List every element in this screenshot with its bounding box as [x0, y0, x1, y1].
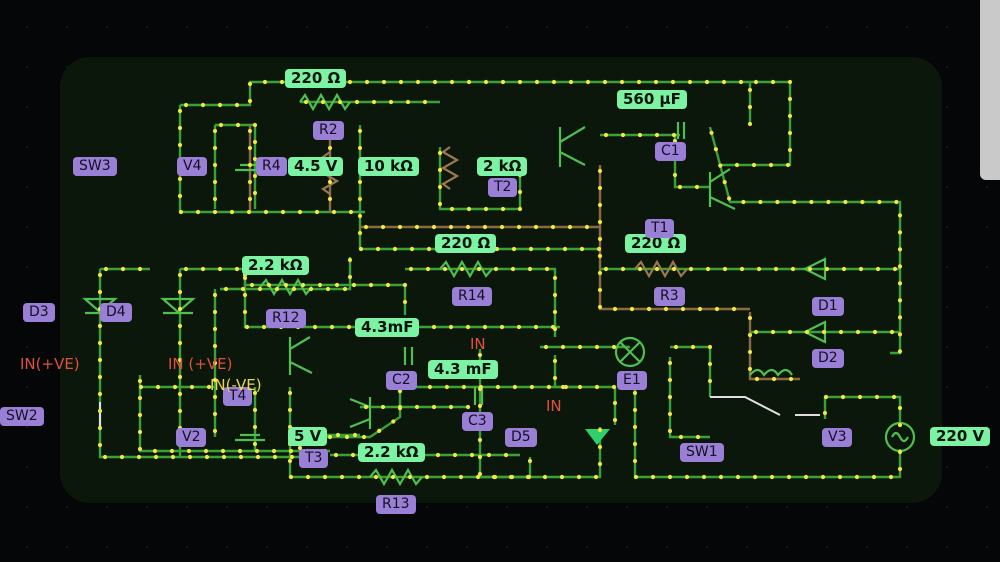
input-positive-mid: IN (+VE)	[168, 355, 233, 373]
resistor-value-220-top[interactable]: 220 Ω	[285, 69, 347, 88]
resistor-value-2k[interactable]: 2 kΩ	[477, 157, 528, 176]
label-d5[interactable]: D5	[505, 428, 537, 447]
label-t2[interactable]: T2	[488, 178, 518, 197]
scrollbar[interactable]	[980, 0, 1000, 180]
label-d2[interactable]: D2	[812, 349, 844, 368]
input-label-top: IN	[470, 335, 486, 353]
current-beads	[97, 79, 903, 480]
label-t4[interactable]: T4	[223, 387, 253, 406]
label-c1[interactable]: C1	[655, 142, 686, 161]
label-sw2[interactable]: SW2	[0, 407, 44, 426]
label-e1[interactable]: E1	[617, 371, 647, 390]
voltage-value-v3[interactable]: 220 V	[930, 427, 991, 446]
label-c2[interactable]: C2	[386, 371, 417, 390]
label-r12[interactable]: R12	[266, 309, 306, 328]
label-sw3[interactable]: SW3	[73, 157, 117, 176]
label-r13[interactable]: R13	[376, 495, 416, 514]
resistor-value-r13[interactable]: 2.2 kΩ	[358, 443, 425, 462]
label-r14[interactable]: R14	[452, 287, 492, 306]
label-d1[interactable]: D1	[812, 297, 844, 316]
label-sw1[interactable]: SW1	[680, 443, 724, 462]
wires	[98, 80, 902, 479]
capacitor-value-c2[interactable]: 4.3mF	[355, 318, 420, 337]
resistor-value-r14[interactable]: 2.2 kΩ	[242, 256, 309, 275]
input-label-low: IN	[546, 397, 562, 415]
label-d3[interactable]: D3	[23, 303, 55, 322]
label-t3[interactable]: T3	[299, 449, 329, 468]
capacitor-value-c3[interactable]: 4.3 mF	[428, 360, 498, 379]
resistor-value-220-mid[interactable]: 220 Ω	[435, 234, 497, 253]
input-negative: IN(-VE)	[210, 376, 262, 394]
label-v4[interactable]: V4	[177, 157, 208, 176]
resistor-value-10k[interactable]: 10 kΩ	[358, 157, 419, 176]
label-v3[interactable]: V3	[822, 428, 853, 447]
label-d4[interactable]: D4	[100, 303, 132, 322]
label-r3[interactable]: R3	[654, 287, 685, 306]
lamp-and-source	[614, 336, 916, 453]
voltage-value-v4[interactable]: 4.5 V	[288, 157, 344, 176]
input-positive-left: IN(+VE)	[20, 355, 80, 373]
label-r4[interactable]: R4	[256, 157, 287, 176]
resistor-value-r3[interactable]: 220 Ω	[625, 234, 687, 253]
voltage-value-v2[interactable]: 5 V	[288, 427, 328, 446]
label-v2[interactable]: V2	[176, 428, 207, 447]
label-c3[interactable]: C3	[462, 412, 493, 431]
label-r2[interactable]: R2	[313, 121, 344, 140]
label-t1[interactable]: T1	[645, 219, 675, 238]
capacitor-value-c1[interactable]: 560 µF	[617, 90, 687, 109]
